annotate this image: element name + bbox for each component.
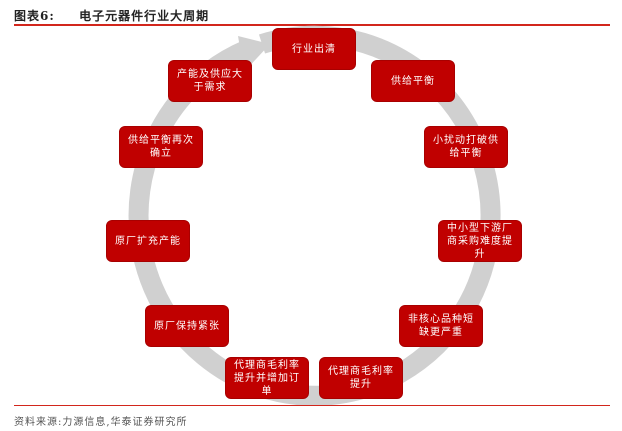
cycle-step-label: 非核心品种短缺更严重 (408, 314, 474, 338)
cycle-step-label: 小扰动打破供给平衡 (433, 135, 499, 159)
cycle-step-label: 供给平衡再次确立 (128, 135, 194, 159)
cycle-step-10: 供给平衡再次确立 (119, 126, 203, 168)
cycle-step-label: 代理商毛利率提升 (328, 366, 394, 390)
cycle-step-4: 中小型下游厂商采购难度提升 (438, 220, 522, 262)
cycle-step-2: 供给平衡 (371, 60, 455, 102)
figure-label: 图表6: (14, 9, 55, 23)
cycle-step-3: 小扰动打破供给平衡 (424, 126, 508, 168)
cycle-step-label: 代理商毛利率提升并增加订单 (234, 359, 300, 397)
bottom-divider (14, 405, 610, 406)
top-divider (14, 24, 610, 26)
cycle-step-label: 中小型下游厂商采购难度提升 (447, 222, 513, 260)
cycle-step-label: 行业出清 (292, 43, 336, 55)
cycle-step-9: 原厂扩充产能 (106, 220, 190, 262)
cycle-step-5: 非核心品种短缺更严重 (399, 305, 483, 347)
cycle-step-label: 原厂扩充产能 (115, 235, 181, 247)
cycle-step-8: 原厂保持紧张 (145, 305, 229, 347)
cycle-step-6: 代理商毛利率提升 (319, 357, 403, 399)
cycle-step-label: 原厂保持紧张 (154, 320, 220, 332)
cycle-step-1: 行业出清 (272, 28, 356, 70)
source-note: 资料来源:力源信息,华泰证券研究所 (14, 417, 188, 428)
cycle-step-label: 供给平衡 (391, 75, 435, 87)
cycle-step-11: 产能及供应大于需求 (168, 60, 252, 102)
cycle-step-7: 代理商毛利率提升并增加订单 (225, 357, 309, 399)
figure-title: 图表6: 电子元器件行业大周期 (14, 7, 209, 24)
figure-title-text: 电子元器件行业大周期 (79, 9, 210, 23)
cycle-step-label: 产能及供应大于需求 (177, 69, 243, 93)
